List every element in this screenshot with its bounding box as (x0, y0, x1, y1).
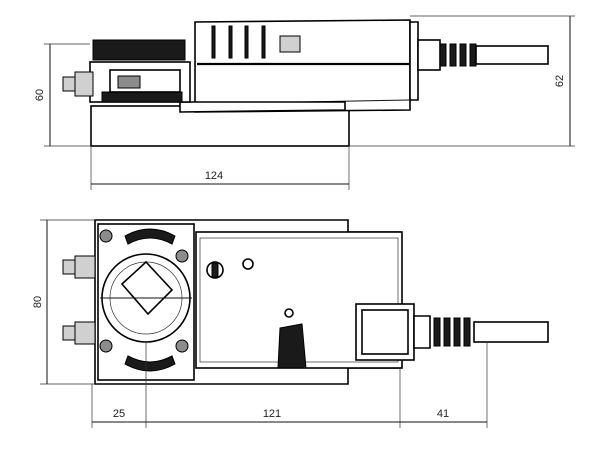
top-cable-connector (355, 303, 549, 361)
side-clamp-top (92, 39, 186, 61)
position-lever (277, 323, 307, 369)
dimension-top-left-offset: 25 (91, 342, 147, 428)
dim-label-121: 121 (263, 408, 281, 420)
dim-label-25: 25 (113, 408, 125, 420)
side-vent-slots (211, 25, 301, 59)
dimension-top-width: 80 (32, 219, 95, 385)
indicator-circle (242, 258, 254, 270)
dimension-side-height: 60 (34, 43, 90, 147)
dimension-top-body-length: 121 (146, 368, 401, 428)
dimension-side-total-height: 62 (350, 15, 575, 147)
side-cable-connector (409, 21, 549, 101)
side-view: 60 62 124 (34, 15, 575, 190)
top-view: 80 25 121 41 (32, 219, 549, 428)
side-base-plate (90, 105, 350, 147)
indicator-dot (284, 308, 294, 318)
dim-label-80: 80 (32, 296, 44, 308)
dim-label-124: 124 (205, 170, 223, 182)
side-bolt (62, 76, 76, 92)
dim-label-62: 62 (554, 75, 566, 87)
dim-label-41: 41 (437, 408, 449, 420)
dimension-side-length: 124 (90, 146, 350, 190)
dim-label-60: 60 (34, 89, 46, 101)
top-bolts (62, 255, 96, 345)
side-main-housing (194, 19, 411, 113)
dimension-top-connector-length: 41 (400, 342, 488, 428)
